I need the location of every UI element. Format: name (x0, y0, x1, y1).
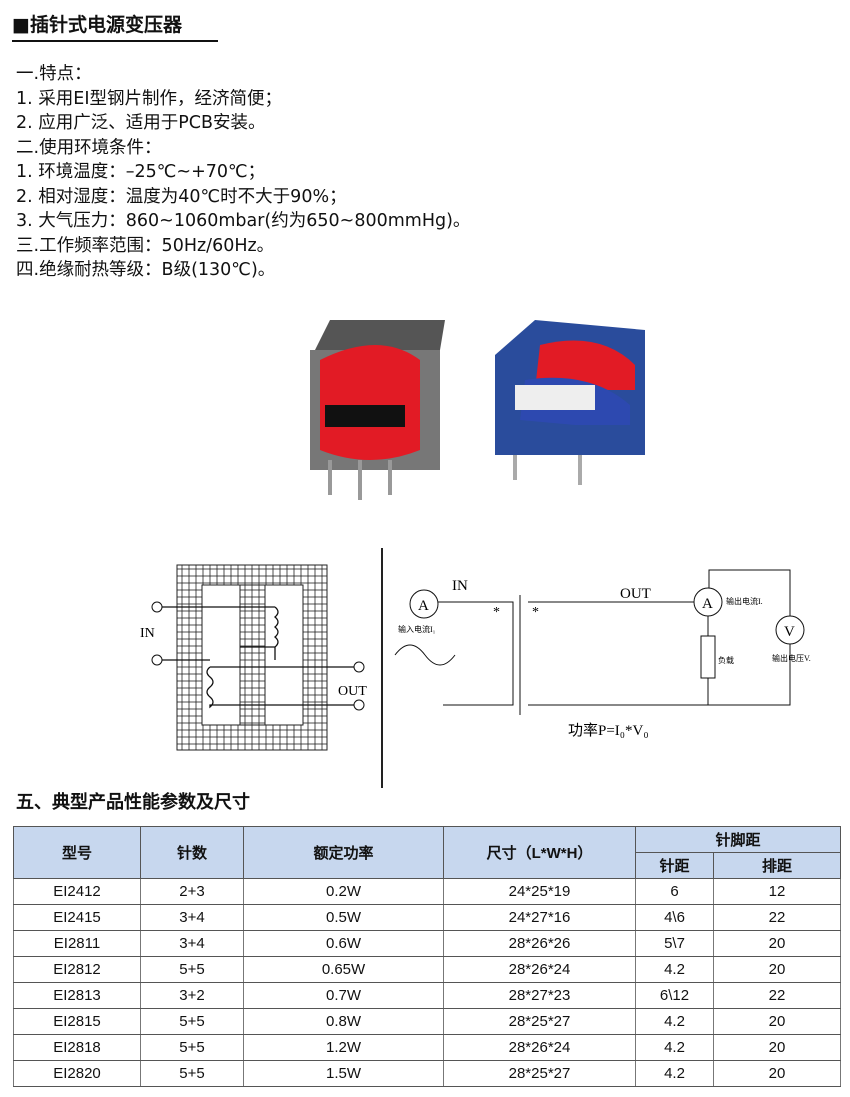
table-cell: 5\7 (635, 930, 714, 957)
out-label: OUT (620, 586, 651, 602)
transformer-photos (310, 320, 645, 500)
table-cell: 0.65W (243, 956, 444, 983)
table-cell: 20 (713, 1060, 841, 1087)
output-current-label: 输出电流I. (726, 596, 763, 606)
features-list: 一.特点： 1. 采用EI型钢片制作，经济简便； 2. 应用广泛、适用于PCB安… (16, 62, 470, 283)
spec-line: 2. 应用广泛、适用于PCB安装。 (16, 113, 266, 133)
table-cell: 4.2 (635, 1008, 714, 1035)
table-cell: 20 (713, 1034, 841, 1061)
table-cell: 0.7W (243, 982, 444, 1009)
table-cell: 4.2 (635, 1034, 714, 1061)
header-pin-spacing: 针脚距 (635, 826, 841, 853)
divider (381, 548, 383, 788)
header-pins: 针数 (140, 826, 244, 879)
table-cell: 20 (713, 930, 841, 957)
table-cell: 4.2 (635, 1060, 714, 1087)
page-title: ■插针式电源变压器 (12, 10, 218, 42)
spec-line: 1. 环境温度：–25℃~+70℃； (16, 162, 266, 182)
table-cell: EI2820 (13, 1060, 141, 1087)
table-cell: 20 (713, 956, 841, 983)
table-cell: EI2412 (13, 878, 141, 905)
table-cell: EI2813 (13, 982, 141, 1009)
spec-line: 一.特点： (16, 64, 92, 84)
input-current-label: 输入电流I₁ (398, 624, 436, 634)
svg-text:*: * (532, 605, 539, 620)
table-cell: 20 (713, 1008, 841, 1035)
table-cell: 0.6W (243, 930, 444, 957)
table-cell: 12 (713, 878, 841, 905)
header-power: 额定功率 (243, 826, 444, 879)
ammeter-out-symbol: A (702, 596, 713, 612)
in-label: IN (140, 626, 155, 641)
svg-text:*: * (493, 605, 500, 620)
load-label: 负载 (718, 655, 734, 665)
table-cell: 28*26*24 (443, 1034, 636, 1061)
ammeter-in-symbol: A (418, 598, 429, 614)
table-cell: 24*25*19 (443, 878, 636, 905)
output-voltage-label: 输出电压V. (772, 653, 811, 663)
transformer-photo-1 (310, 320, 445, 500)
table-cell: 4\6 (635, 904, 714, 931)
table-cell: 5+5 (140, 1060, 244, 1087)
voltmeter-symbol: V (784, 624, 795, 640)
transformer-photo-2 (495, 320, 645, 485)
spec-line: 二.使用环境条件： (16, 137, 162, 158)
table-cell: EI2415 (13, 904, 141, 931)
table-cell: EI2812 (13, 956, 141, 983)
table-cell: 6\12 (635, 982, 714, 1009)
table-cell: 28*26*24 (443, 956, 636, 983)
table-cell: 0.2W (243, 878, 444, 905)
table-cell: 28*26*26 (443, 930, 636, 957)
table-cell: EI2811 (13, 930, 141, 957)
table-cell: 2+3 (140, 878, 244, 905)
header-pin-pitch: 针距 (635, 852, 714, 879)
spec-line: 2. 相对湿度：温度为40℃时不大于90%； (16, 186, 347, 207)
table-cell: 5+5 (140, 956, 244, 983)
table-cell: 22 (713, 982, 841, 1009)
spec-line: 3. 大气压力：860~1060mbar(约为650~800mmHg)。 (16, 211, 471, 231)
test-circuit-diagram: A IN 输入电流I₁ ** OUT A 输出电流I. 负载 V 输出电压V. … (394, 569, 811, 739)
table-cell: 28*25*27 (443, 1008, 636, 1035)
table-cell: EI2818 (13, 1034, 141, 1061)
in-label: IN (452, 578, 468, 594)
table-cell: 0.5W (243, 904, 444, 931)
table-cell: 28*27*23 (443, 982, 636, 1009)
table-cell: 4.2 (635, 956, 714, 983)
table-cell: 3+2 (140, 982, 244, 1009)
table-cell: 5+5 (140, 1034, 244, 1061)
out-label: OUT (338, 684, 367, 699)
table-cell: 5+5 (140, 1008, 244, 1035)
core-diagram: IN OUT (140, 564, 367, 751)
spec-line: 三.工作频率范围：50Hz/60Hz。 (16, 235, 275, 256)
table-cell: EI2815 (13, 1008, 141, 1035)
table-cell: 3+4 (140, 904, 244, 931)
table-cell: 1.2W (243, 1034, 444, 1061)
spec-line: 1. 采用EI型钢片制作，经济简便； (16, 88, 282, 109)
table-cell: 1.5W (243, 1060, 444, 1087)
table-cell: 22 (713, 904, 841, 931)
table-cell: 28*25*27 (443, 1060, 636, 1087)
table-cell: 3+4 (140, 930, 244, 957)
table-cell: 0.8W (243, 1008, 444, 1035)
spec-line: 四.绝缘耐热等级：B级(130℃)。 (16, 260, 276, 280)
section-heading: 五、典型产品性能参数及尺寸 (16, 792, 250, 813)
table-cell: 24*27*16 (443, 904, 636, 931)
header-model: 型号 (13, 826, 141, 879)
header-size: 尺寸（L*W*H） (443, 826, 636, 879)
power-formula: 功率P=I₀*V₀ (568, 722, 649, 739)
header-row-pitch: 排距 (713, 852, 841, 879)
table-cell: 6 (635, 878, 714, 905)
